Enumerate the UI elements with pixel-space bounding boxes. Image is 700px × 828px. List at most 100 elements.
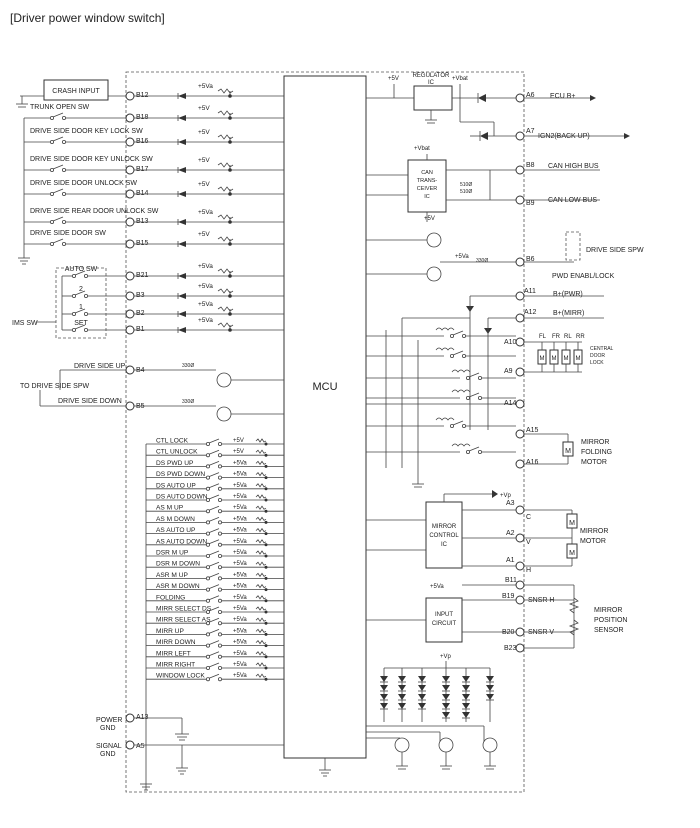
pin-b14 [125, 189, 135, 199]
pin-a2 [515, 533, 525, 543]
can-ic-label-1: CAN [421, 170, 433, 176]
switch-b16-supply: +5V [198, 129, 210, 136]
power-ground-icon [175, 733, 189, 741]
relay-0-coil-icon [435, 327, 455, 331]
internal-switch-6-supply: +5Va [233, 505, 247, 511]
mirror-motor-m2: M [569, 550, 575, 557]
ims-label: IMS SW [12, 320, 38, 327]
internal-switch-17-label: MIRR UP [156, 628, 184, 635]
mcu-block [283, 75, 367, 759]
can-transceiver-block [407, 159, 447, 213]
pin-a11 [515, 291, 525, 301]
ims-b2-icon [72, 311, 77, 316]
relay-2-contact-icon [465, 375, 470, 380]
internal-switch-9-supply: +5Va [233, 539, 247, 545]
internal-switch-17-supply: +5Va [233, 628, 247, 634]
relay-3-contact-icon [465, 395, 470, 400]
led-icon-1-3 [398, 703, 406, 709]
internal-switch-5-icon [205, 497, 210, 502]
door-lock-motor-m-3: M [576, 356, 581, 362]
switch-b13-supply: +5Va [198, 209, 213, 216]
led-icon-4-0 [462, 676, 470, 682]
regulator-5v-label: +5V [388, 76, 399, 82]
internal-switch-15-supply: +5Va [233, 606, 247, 612]
pin-a1 [515, 561, 525, 571]
switch-b14-resistor-icon [217, 186, 234, 192]
ecu-b-label: ECU B+ [550, 93, 575, 100]
vp-label-led: +Vp [440, 654, 452, 660]
can-high-label: CAN HIGH BUS [548, 163, 599, 170]
internal-switch-14-icon [205, 598, 210, 603]
internal-switch-16-icon [205, 621, 210, 626]
switch-b16-resistor-icon [217, 134, 234, 140]
led-icon-3-4 [442, 712, 450, 718]
pwd-enable-label: PWD ENABL/LOCK [552, 273, 615, 280]
pin-b20-label: B20 [502, 629, 515, 636]
switch-b15-diode-icon [178, 241, 186, 247]
door-motor-rl: RL [564, 334, 572, 340]
mirror-motor-m1: M [569, 520, 575, 527]
a6-diode-icon [478, 94, 486, 102]
pin-a10 [515, 337, 525, 347]
a7-diode-icon [480, 132, 488, 140]
door-lock-motor-m-0: M [540, 356, 545, 362]
led-icon-4-1 [462, 685, 470, 691]
internal-switch-4-supply: +5Va [233, 483, 247, 489]
crash-ground-icon [16, 96, 28, 108]
pin-a10-label: A10 [504, 339, 517, 346]
switch-b14-supply: +5V [198, 181, 210, 188]
mirror-sensor-3: SENSOR [594, 627, 624, 634]
input-circuit-label-2: CIRCUIT [432, 621, 457, 627]
led-icon-3-3 [442, 703, 450, 709]
vbat-label-can: +Vbat [414, 146, 430, 152]
drive-side-down-label: DRIVE SIDE DOWN [58, 398, 122, 405]
mirror-sensor-2: POSITION [594, 617, 627, 624]
led-icon-2-1 [418, 685, 426, 691]
door-motor-fr: FR [552, 334, 561, 340]
internal-switch-11-supply: +5Va [233, 561, 247, 567]
folding-motor-m: M [565, 448, 571, 455]
pin-a12-label: A12 [524, 309, 537, 316]
internal-switch-14-label: FOLDING [156, 594, 185, 601]
pin-a12 [515, 313, 525, 323]
internal-switch-0-icon [205, 441, 210, 446]
pin-a13-label: A13 [136, 714, 149, 721]
pin-a1-sub: H [526, 567, 531, 574]
internal-switch-10-supply: +5Va [233, 550, 247, 556]
internal-switch-1-icon [205, 453, 210, 458]
switch-b18-resistor-icon [217, 110, 234, 116]
pin-a9 [515, 367, 525, 377]
relay-5-coil-icon [451, 443, 471, 447]
relay-5-contact-icon [465, 449, 470, 454]
signal-gnd-label-2: GND [100, 751, 116, 758]
relay-4-coil-icon [435, 417, 455, 421]
signal-gnd-label-1: SIGNAL [96, 743, 122, 750]
door-lock-motor-m-1: M [552, 356, 557, 362]
mirror-folding-3: MOTOR [581, 459, 607, 466]
pin-b2 [125, 309, 135, 319]
switch-b17-diode-icon [178, 167, 186, 173]
pin-b18 [125, 113, 135, 123]
snsr-h-label: SNSR H [528, 597, 554, 604]
ims-b2-label: 1 [79, 304, 83, 311]
mcu-ground-icon [319, 769, 331, 777]
pin-a1-label: A1 [506, 557, 515, 564]
signal-ground-icon [176, 767, 188, 775]
switch-b18-label: TRUNK OPEN SW [30, 104, 90, 111]
internal-switch-3-icon [205, 475, 210, 480]
ims-b3-label: 2 [79, 286, 83, 293]
internal-switch-9-label: AS AUTO DOWN [156, 538, 207, 545]
internal-switch-8-icon [205, 531, 210, 536]
ims-b1-label: SET [74, 320, 88, 327]
internal-switch-13-icon [205, 587, 210, 592]
internal-switch-8-supply: +5Va [233, 528, 247, 534]
ims-b3-resistor-icon [217, 288, 234, 294]
pin-b23-label: B23 [504, 645, 517, 652]
pin-b9-label: B9 [526, 200, 535, 207]
mirror-motor-icon-1 [566, 513, 578, 529]
relay-group [366, 327, 516, 454]
led-ground-icon-1 [396, 765, 408, 770]
can-ic-label-4: IC [424, 194, 430, 200]
led-icon-1-2 [398, 694, 406, 700]
internal-switch-10-label: DSR M UP [156, 550, 189, 557]
